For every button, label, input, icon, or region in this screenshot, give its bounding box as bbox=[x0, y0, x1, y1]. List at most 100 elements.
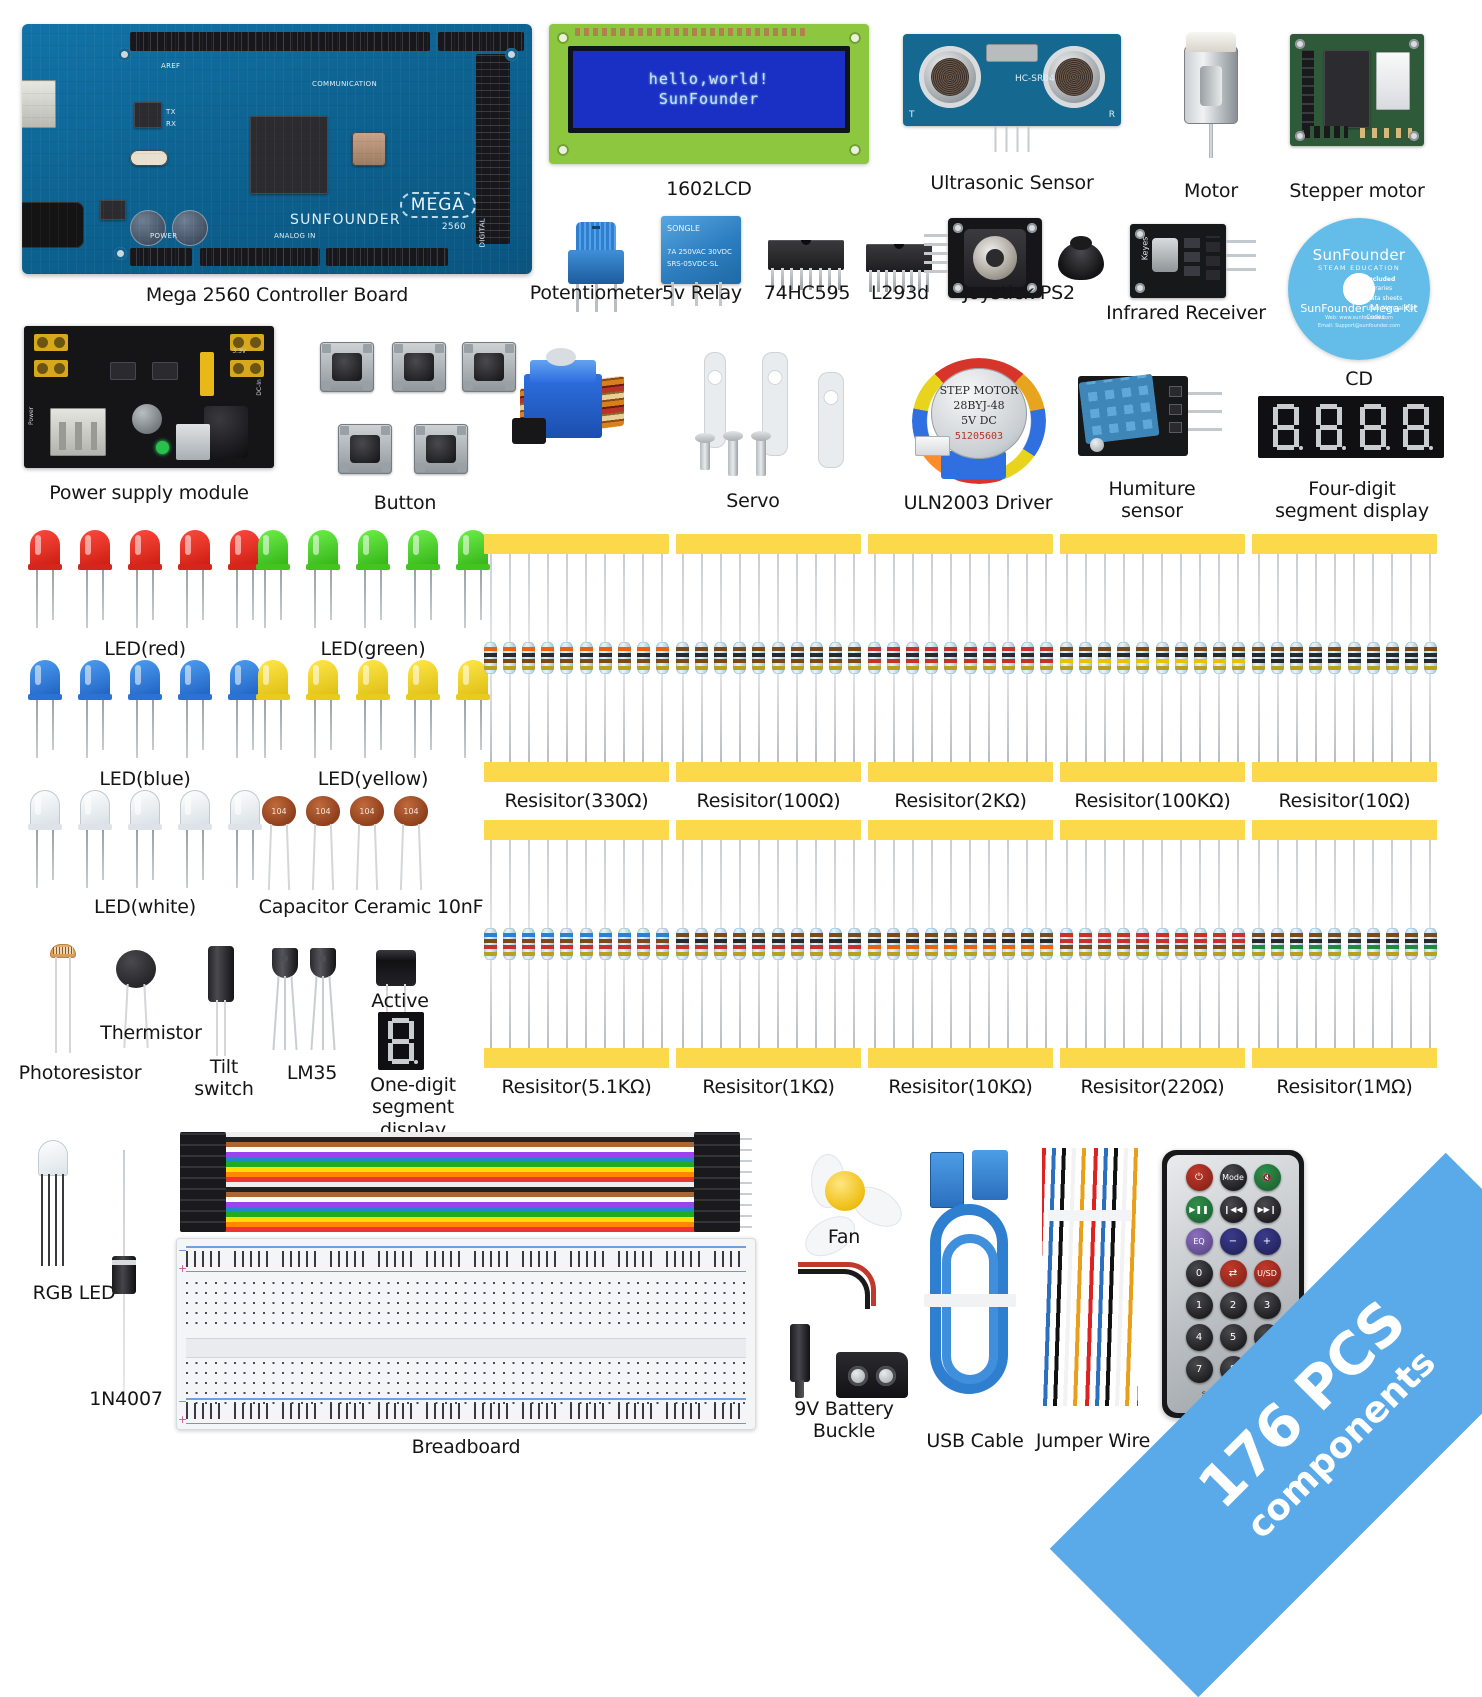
remote-row-5: 1 2 3 bbox=[1185, 1292, 1281, 1319]
relay-module: SONGLE 7A 250VAC 30VDC SRS-05VDC-SL bbox=[661, 216, 741, 306]
resistor-tape-bottom bbox=[1060, 1048, 1245, 1068]
remote-button-2[interactable]: 2 bbox=[1219, 1292, 1247, 1319]
cd-included-2: Data sheets bbox=[1366, 294, 1403, 302]
mega-badge: MEGA bbox=[399, 192, 476, 218]
ic-74hc595 bbox=[768, 240, 844, 290]
dc-motor bbox=[1178, 28, 1244, 162]
ultrasonic-pins bbox=[994, 126, 1030, 152]
cd-included: Included Libraries Data sheets User Manu… bbox=[1366, 275, 1417, 323]
resistor-tape-top bbox=[484, 534, 669, 554]
cd-title: SunFounder Mega Kit bbox=[1300, 302, 1418, 316]
lm35-legs bbox=[310, 976, 336, 1050]
stepper-motor-driver-board bbox=[1290, 34, 1424, 146]
remote-button-1[interactable]: 1 bbox=[1185, 1292, 1213, 1319]
humiture-sensor-module bbox=[1078, 373, 1222, 456]
servo-top-case bbox=[530, 360, 596, 382]
resistor-row bbox=[484, 840, 669, 1048]
usb-a-connector bbox=[930, 1152, 964, 1208]
ir-pin-3 bbox=[1226, 268, 1256, 271]
ultrasonic-transmitter bbox=[919, 46, 981, 108]
dht-mount-hole bbox=[1090, 438, 1104, 452]
remote-button-eq[interactable]: EQ bbox=[1185, 1228, 1213, 1255]
servo-connector bbox=[512, 418, 546, 444]
remote-button-usd[interactable]: U/SD bbox=[1253, 1260, 1281, 1287]
remote-button-previous[interactable]: ❙◀◀ bbox=[1219, 1196, 1247, 1223]
usb-cable-loop-inner bbox=[942, 1234, 998, 1384]
resistor-row bbox=[868, 840, 1053, 1048]
dupont-wires-bundle bbox=[180, 1132, 752, 1232]
buzzer-body bbox=[376, 950, 416, 986]
remote-button-play-pause[interactable]: ▶❚❚ bbox=[1185, 1196, 1213, 1223]
label-74hc595: 74HC595 bbox=[763, 282, 851, 304]
battery-red-lead bbox=[798, 1262, 876, 1306]
capacitor-2 bbox=[172, 210, 208, 246]
label-infrared: Infrared Receiver bbox=[1106, 302, 1266, 324]
resistor-tape-bottom bbox=[1252, 1048, 1437, 1068]
ir-receiver-icon bbox=[1152, 238, 1178, 272]
lm35-sensor-2 bbox=[310, 948, 336, 1050]
motor-endcap bbox=[1186, 32, 1236, 52]
remote-button-3[interactable]: 3 bbox=[1253, 1292, 1281, 1319]
joystick-pins bbox=[924, 234, 948, 273]
segment-digit-single bbox=[388, 1018, 418, 1064]
ir-pin-2 bbox=[1226, 254, 1256, 257]
one-digit-segment-display bbox=[378, 1012, 424, 1070]
stepper-mount-hole-3 bbox=[1295, 131, 1305, 141]
remote-button-7[interactable]: 7 bbox=[1185, 1356, 1213, 1383]
label-ultrasonic: Ultrasonic Sensor bbox=[930, 172, 1094, 194]
board-text-aref: AREF bbox=[161, 62, 181, 70]
resistor-tape-top bbox=[676, 820, 861, 840]
remote-button-0[interactable]: 0 bbox=[1185, 1260, 1213, 1287]
board-text-power: POWER bbox=[150, 232, 178, 240]
potentiometer bbox=[562, 222, 630, 312]
mega-model-number: 2560 bbox=[441, 222, 466, 232]
photoresistor-head bbox=[50, 944, 76, 958]
label-led-white: LED(white) bbox=[93, 896, 197, 918]
fan-blade bbox=[792, 1146, 909, 1265]
cd-brand: SunFounder STEAM EDUCATION bbox=[1288, 246, 1430, 272]
ic-legs-bottom bbox=[869, 270, 929, 292]
cd-web: Web: www.sunfounder.com bbox=[1325, 315, 1393, 322]
label-thermistor: Thermistor bbox=[100, 1022, 202, 1044]
breadboard-bottom-rail bbox=[186, 1398, 746, 1424]
lcd-mount-hole-1 bbox=[557, 32, 569, 44]
remote-button-mode[interactable]: Mode bbox=[1219, 1164, 1247, 1191]
segment-digit-2 bbox=[1316, 404, 1347, 450]
servo-screw-1 bbox=[695, 433, 715, 470]
stepper-mount-hole-1 bbox=[1295, 39, 1305, 49]
remote-button-repeat[interactable]: ⇄ bbox=[1219, 1260, 1247, 1287]
resistor-row bbox=[676, 554, 861, 762]
psu-usb-b-port bbox=[176, 424, 210, 460]
label-rgb-led: RGB LED bbox=[32, 1282, 116, 1304]
remote-button-4[interactable]: 4 bbox=[1185, 1324, 1213, 1351]
resistor-bundle-10k bbox=[868, 820, 1053, 1068]
resistor-row bbox=[1252, 554, 1437, 762]
label-resistor-1k: Resisitor(1KΩ) bbox=[702, 1076, 835, 1098]
resistor-tape-top bbox=[1060, 820, 1245, 840]
remote-button-plus[interactable]: + bbox=[1253, 1228, 1281, 1255]
dht-pin-1 bbox=[1188, 392, 1222, 395]
battery-dc-plug bbox=[790, 1324, 810, 1398]
remote-row-2: ▶❚❚ ❙◀◀ ▶▶❙ bbox=[1185, 1196, 1281, 1223]
capacitor-1 bbox=[130, 210, 166, 246]
remote-button-5[interactable]: 5 bbox=[1219, 1324, 1247, 1351]
ir-pin-header bbox=[1206, 236, 1220, 280]
remote-button-minus[interactable]: − bbox=[1219, 1228, 1247, 1255]
joystick-mount-hole-1 bbox=[953, 223, 963, 233]
ir-brand: Keyes bbox=[1140, 236, 1150, 261]
stepper-line-2: 28BYJ-48 bbox=[953, 399, 1005, 413]
remote-button-next[interactable]: ▶▶❙ bbox=[1253, 1196, 1281, 1223]
resistor-tape-top bbox=[1060, 534, 1245, 554]
remote-button-power[interactable]: ⏻ bbox=[1185, 1164, 1213, 1191]
servo-horn-single bbox=[704, 352, 726, 448]
rgb-led-dome bbox=[38, 1140, 68, 1176]
psu-cap-2 bbox=[132, 404, 162, 434]
remote-button-mute[interactable]: 🔇 bbox=[1253, 1164, 1281, 1191]
tact-button-4 bbox=[338, 424, 392, 474]
ceramic-capacitor-group: 104 104 104 104 bbox=[262, 796, 442, 896]
cd-included-3: User Manual PDF bbox=[1366, 304, 1418, 312]
psu-regulator-1 bbox=[110, 362, 136, 380]
stepper-can-text: STEP MOTOR 28BYJ-48 5V DC 51205603 bbox=[931, 384, 1027, 443]
mega-2560-board: COMMUNICATION ANALOG IN POWER TX RX AREF… bbox=[22, 24, 532, 274]
comm-header bbox=[438, 32, 524, 51]
